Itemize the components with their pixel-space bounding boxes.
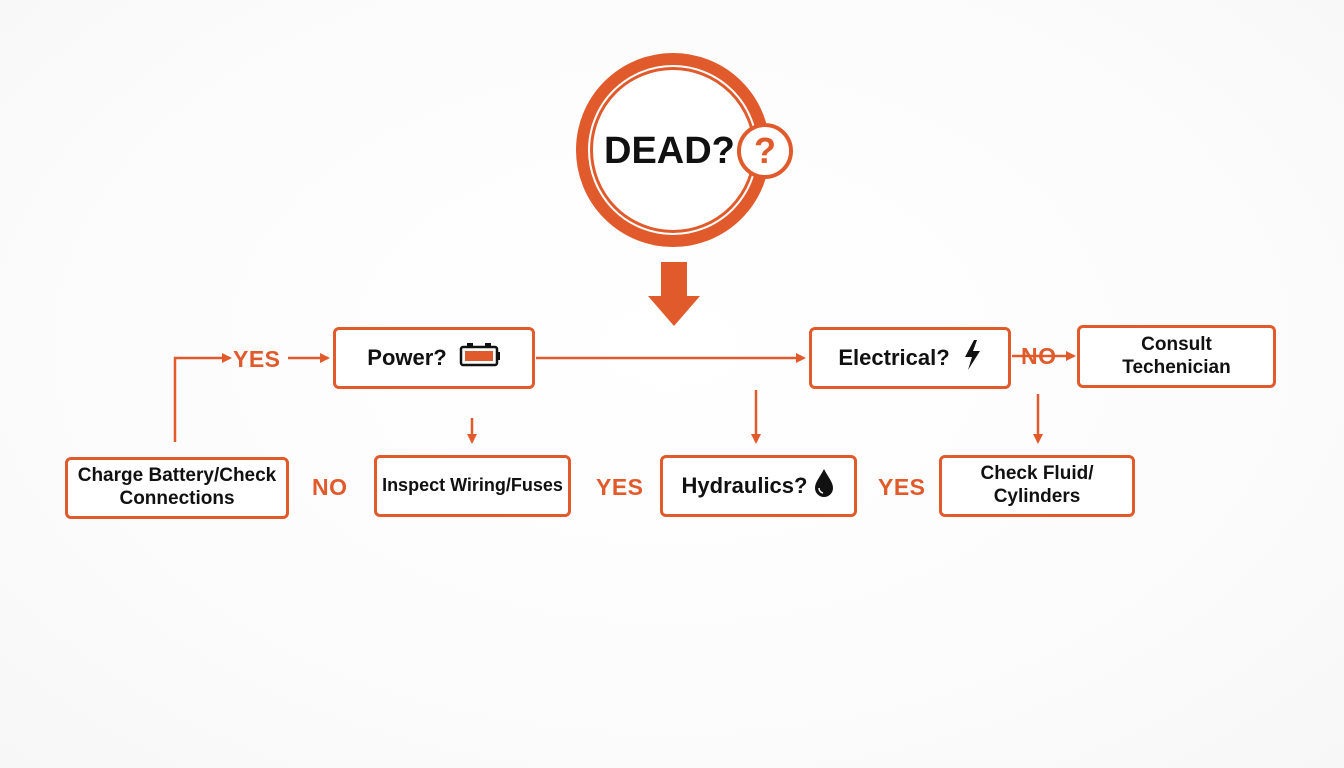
main-down-arrow — [648, 262, 700, 326]
fluid-node-label: Check Fluid/ Cylinders — [980, 463, 1094, 507]
edge-label-no-middle: NO — [312, 474, 348, 500]
consult-technician-node[interactable]: Consult Techenician — [1077, 325, 1276, 388]
question-mark-badge: ? — [737, 123, 793, 179]
check-fluid-node[interactable]: Check Fluid/ Cylinders — [939, 455, 1135, 517]
electrical-node-label: Electrical? — [838, 344, 950, 370]
hydraulics-node-label: Hydraulics? — [681, 472, 808, 498]
hydraulics-node[interactable]: Hydraulics? — [660, 455, 857, 517]
edge-label-yes-left: YES — [233, 346, 281, 372]
edge-label-no-right: NO — [1021, 343, 1057, 369]
electrical-node[interactable]: Electrical? — [809, 327, 1011, 389]
water-drop-icon — [813, 468, 835, 504]
charge-battery-node[interactable]: Charge Battery/Check Connections — [65, 457, 289, 519]
charge-node-label: Charge Battery/Check Connections — [77, 465, 277, 509]
connector-yes-to-power — [173, 353, 232, 442]
inspect-wiring-node[interactable]: Inspect Wiring/Fuses — [374, 455, 571, 517]
edge-label-yes-middle: YES — [596, 474, 644, 500]
power-node-label: Power? — [367, 344, 447, 370]
edge-label-yes-right: YES — [878, 474, 926, 500]
battery-icon — [459, 342, 501, 374]
lightning-bolt-icon — [962, 339, 982, 377]
consult-node-label: Consult Techenician — [1122, 333, 1231, 378]
wiring-node-label: Inspect Wiring/Fuses — [382, 475, 563, 496]
start-node-title: DEAD? — [604, 130, 735, 172]
power-node[interactable]: Power? — [333, 327, 535, 389]
